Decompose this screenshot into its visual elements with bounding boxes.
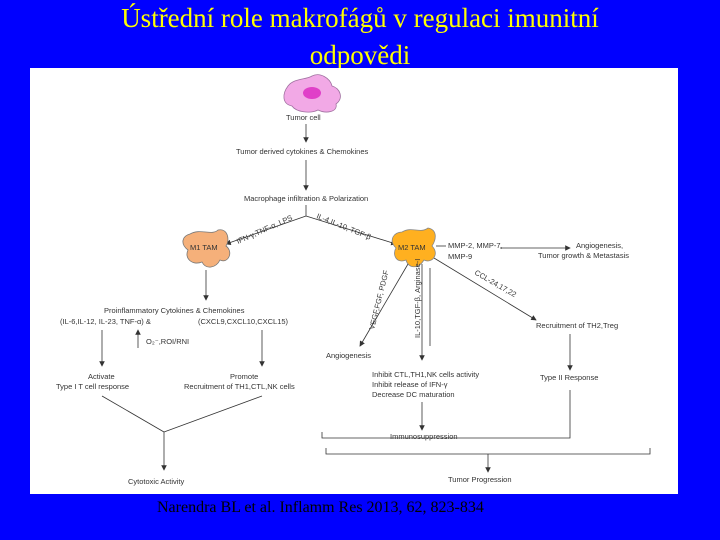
infiltration-label: Macrophage infiltration & Polarization xyxy=(244,194,368,203)
title-line-1: Ústřední role makrofágů v regulaci imuni… xyxy=(121,3,599,33)
activate-label-1: Activate xyxy=(88,372,115,381)
mmp-label-2: MMP-9 xyxy=(448,252,472,261)
proinf-label-2b: (CXCL9,CXCL10,CXCL15) xyxy=(198,317,289,326)
arrow-to-m1 xyxy=(225,215,307,246)
angio-growth-label-2: Tumor growth & Metastasis xyxy=(538,251,629,260)
tumor-cell-nucleus xyxy=(303,87,321,99)
citation: Narendra BL et al. Inflamm Res 2013, 62,… xyxy=(157,499,484,516)
inhibit-label-2: Inhibit release of IFN-γ xyxy=(372,380,448,389)
type2-label: Type II Response xyxy=(540,373,598,382)
m2-tam-shape xyxy=(391,227,436,268)
inhibit-label-1: Inhibit CTL,TH1,NK cells activity xyxy=(372,370,479,379)
arrow-m2-to-angiogenesis xyxy=(359,263,409,347)
angiogenesis-label: Angiogenesis xyxy=(326,351,371,360)
macrophage-diagram: Tumor cell Tumor derived cytokines & Che… xyxy=(56,74,651,486)
cytotoxic-right xyxy=(163,395,263,433)
cytotoxic-left xyxy=(101,395,165,433)
il10-label: IL-10,TGF-β, Arginase-I xyxy=(413,259,422,338)
cytotoxic-label: Cytotoxic Activity xyxy=(128,477,185,486)
mmp-label-1: MMP-2, MMP-7, xyxy=(448,241,503,250)
inhibit-label-3: Decrease DC maturation xyxy=(372,390,455,399)
tumor-cell-label: Tumor cell xyxy=(286,113,321,122)
recruit-th2-label: Recruitment of TH2,Treg xyxy=(536,321,618,330)
m2-stimuli-label: IL-4,IL-10, TGF-β xyxy=(315,212,373,242)
immuno-bracket xyxy=(321,390,571,439)
slide-title: Ústřední role makrofágů v regulaci imuni… xyxy=(0,0,720,74)
progression-bracket xyxy=(325,448,651,455)
proinf-label-2a: (IL-6,IL-12, IL-23, TNF-α) & xyxy=(60,317,151,326)
progression-label: Tumor Progression xyxy=(448,475,512,484)
m2-tam-label: M2 TAM xyxy=(398,243,426,252)
m1-stimuli-label: IFN-γ,TNF-α, LPS xyxy=(235,213,294,246)
m1-tam-shape xyxy=(182,229,231,268)
ccl-label: CCL-24,17,22 xyxy=(473,268,518,299)
immuno-label: Immunosuppression xyxy=(390,432,458,441)
diagram-panel: Tumor cell Tumor derived cytokines & Che… xyxy=(30,68,678,494)
arrow-m2-to-th2 xyxy=(433,257,537,321)
derived-label: Tumor derived cytokines & Chemokines xyxy=(236,147,369,156)
m1-tam-label: M1 TAM xyxy=(190,243,218,252)
promote-label-1: Promote xyxy=(230,372,258,381)
angio-growth-label-1: Angiogenesis, xyxy=(576,241,623,250)
activate-label-2: Type I T cell response xyxy=(56,382,129,391)
proinf-label-1: Proinflammatory Cytokines & Chemokines xyxy=(104,306,245,315)
title-line-2: odpovědi xyxy=(309,40,411,70)
arrow-to-m2 xyxy=(305,215,397,246)
ros-label: O₂⁻,ROI/RNI xyxy=(146,337,189,346)
promote-label-2: Recruitment of TH1,CTL,NK cells xyxy=(184,382,295,391)
